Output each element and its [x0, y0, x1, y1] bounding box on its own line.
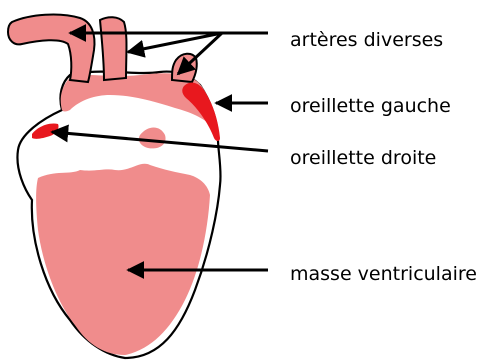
label-arteres-diverses: artères diverses [290, 31, 443, 50]
label-masse-ventriculaire: masse ventriculaire [290, 265, 477, 284]
label-oreillette-droite: oreillette droite [290, 149, 436, 168]
label-oreillette-gauche: oreillette gauche [290, 97, 451, 116]
aorta [8, 15, 94, 82]
arrow-arteres-2 [128, 33, 222, 52]
artery-middle [100, 17, 127, 80]
ventricular-mass [36, 164, 210, 355]
